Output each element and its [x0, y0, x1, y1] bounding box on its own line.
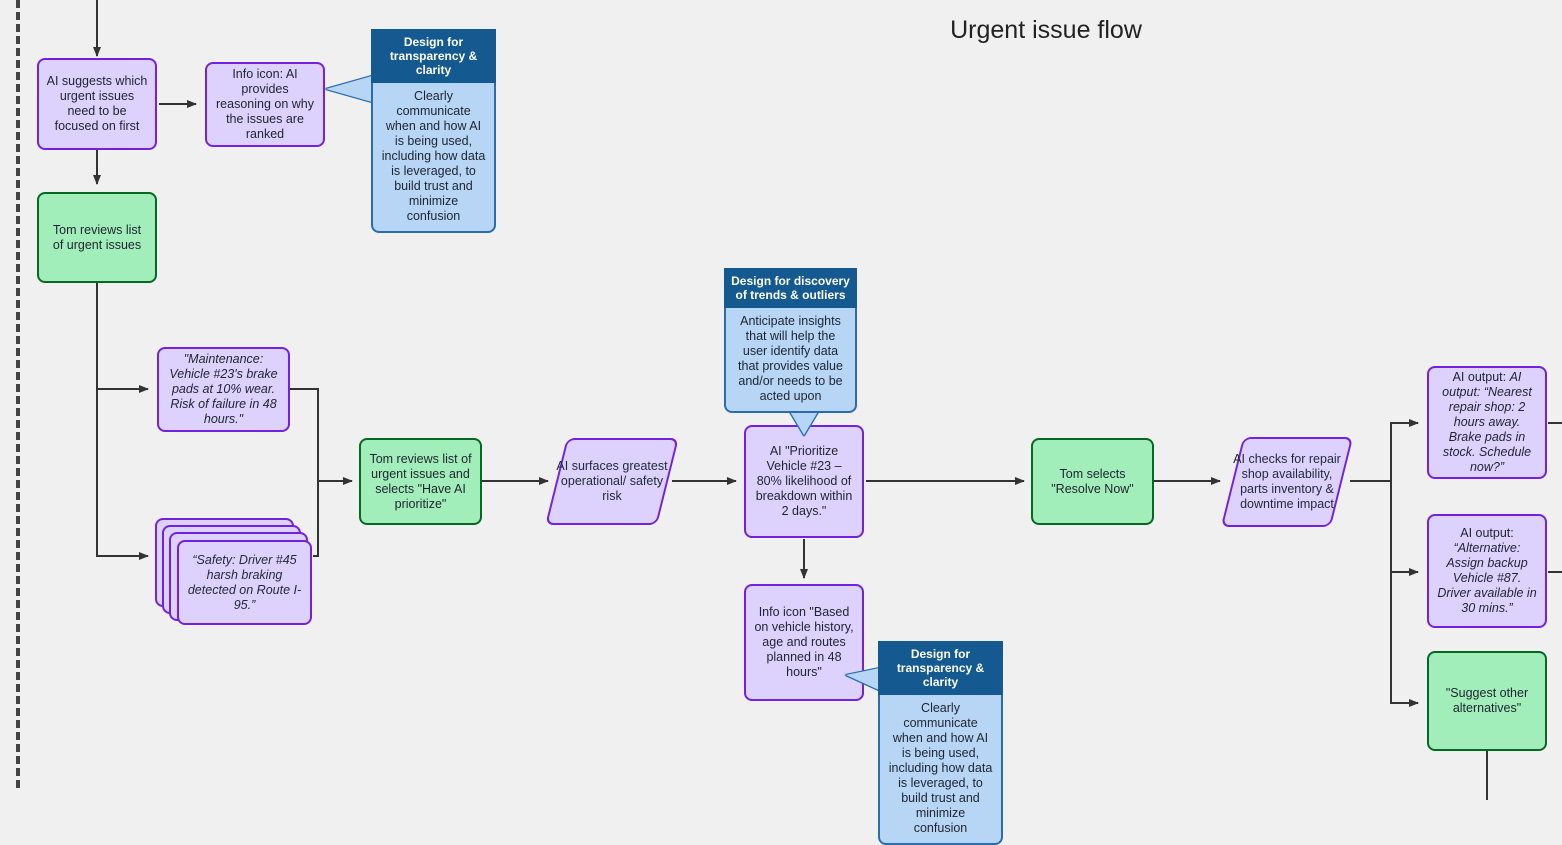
node-label: AI surfaces greatest operational/ safety…: [556, 459, 668, 503]
node-label: AI output: AI output: “Nearest repair sh…: [1436, 370, 1538, 475]
annotation-transparency-top[interactable]: Design for transparency & clarity Clearl…: [371, 29, 496, 233]
node-label-quote: AI output: “Nearest repair shop: 2 hours…: [1442, 370, 1532, 474]
node-label: Tom reviews list of urgent issues and se…: [369, 451, 472, 511]
stack-front-card: “Safety: Driver #45 harsh braking detect…: [177, 540, 312, 625]
flowchart-canvas: Urgent issue flow: [16, 0, 1562, 845]
node-ai-output-alternative[interactable]: AI output:“Alternative: Assign backup Ve…: [1427, 514, 1547, 628]
node-tom-reviews-prioritize[interactable]: Tom reviews list of urgent issues and se…: [359, 438, 482, 525]
edge-maintenance-to-prioritize: [290, 388, 353, 485]
annotation-header: Design for discovery of trends & outlier…: [724, 268, 857, 308]
node-label: AI "Prioritize Vehicle #23 – 80% likelih…: [755, 444, 853, 518]
annotation-header: Design for transparency & clarity: [878, 641, 1003, 695]
annotation-body: Anticipate insights that will help the u…: [724, 308, 857, 413]
edge-ai-checks-to-branch-bus: [1350, 419, 1419, 482]
node-label: Tom reviews list of urgent issues: [52, 222, 142, 252]
node-ai-suggests[interactable]: AI suggests which urgent issues need to …: [37, 58, 157, 150]
node-label: "Suggest other alternatives": [1445, 686, 1529, 715]
edge-branch-bus-to-alternative: [1390, 481, 1419, 576]
node-info-icon-basis[interactable]: Info icon "Based on vehicle history, age…: [744, 584, 864, 701]
node-label: Info icon: AI provides reasoning on why …: [216, 67, 314, 141]
node-suggest-alternatives[interactable]: "Suggest other alternatives": [1427, 651, 1547, 751]
node-label: AI checks for repair shop availability, …: [1233, 452, 1341, 511]
node-label-quote: “Alternative: Assign backup Vehicle #87.…: [1437, 541, 1537, 615]
annotation-discovery[interactable]: Design for discovery of trends & outlier…: [724, 268, 857, 413]
node-ai-output-nearest[interactable]: AI output: AI output: “Nearest repair sh…: [1427, 366, 1547, 479]
annotation-body: Clearly communicate when and how AI is b…: [878, 695, 1003, 845]
page-title: Urgent issue flow: [950, 16, 1142, 44]
node-label: Tom selects "Resolve Now": [1051, 466, 1134, 496]
edge-tom-reviews-to-safety: [96, 283, 149, 560]
node-ai-prioritize[interactable]: AI "Prioritize Vehicle #23 – 80% likelih…: [744, 425, 864, 538]
node-safety-quote-stack[interactable]: “Safety: Driver #45 harsh braking detect…: [155, 518, 312, 625]
annotation-header: Design for transparency & clarity: [371, 29, 496, 83]
annotation-transparency-bottom[interactable]: Design for transparency & clarity Clearl…: [878, 641, 1003, 845]
annotation-body: Clearly communicate when and how AI is b…: [371, 83, 496, 233]
node-tom-resolve-now[interactable]: Tom selects "Resolve Now": [1031, 438, 1154, 525]
annotation-tail-transparency-top: [326, 76, 372, 102]
node-ai-checks-repair[interactable]: AI checks for repair shop availability, …: [1220, 437, 1354, 527]
node-label-prefix: AI output:: [1460, 526, 1514, 540]
node-info-icon-reasoning[interactable]: Info icon: AI provides reasoning on why …: [205, 62, 325, 147]
node-label: AI output:“Alternative: Assign backup Ve…: [1436, 526, 1538, 616]
node-ai-surfaces-risk[interactable]: AI surfaces greatest operational/ safety…: [545, 438, 679, 525]
swimlane-divider: [16, 0, 20, 788]
node-label-prefix: AI output:: [1452, 370, 1510, 384]
edge-branch-bus-to-suggest: [1390, 481, 1419, 707]
node-label: "Maintenance: Vehicle #23's brake pads a…: [169, 352, 278, 426]
edge-safety-to-prioritize: [313, 481, 319, 557]
node-maintenance-quote[interactable]: "Maintenance: Vehicle #23's brake pads a…: [157, 347, 290, 432]
node-label: Info icon "Based on vehicle history, age…: [754, 605, 854, 679]
node-label: AI suggests which urgent issues need to …: [46, 74, 148, 133]
node-label: “Safety: Driver #45 harsh braking detect…: [187, 552, 302, 612]
edge-tom-reviews-to-maintenance: [96, 283, 149, 393]
node-tom-reviews[interactable]: Tom reviews list of urgent issues: [37, 192, 157, 283]
